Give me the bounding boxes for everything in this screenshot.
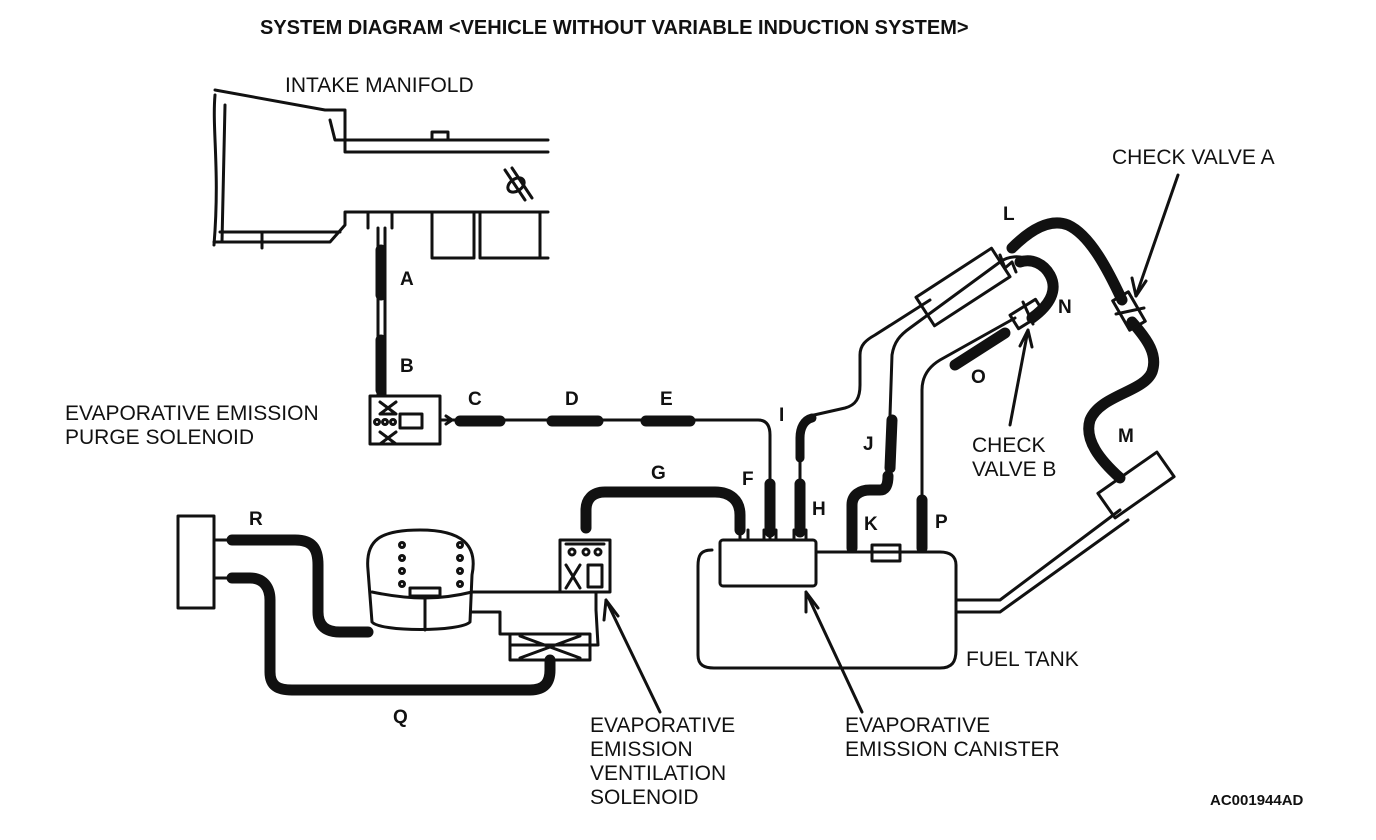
figure-code: AC001944AD xyxy=(1210,792,1304,809)
hose-label-f: F xyxy=(742,469,754,490)
ventilation-solenoid-label-3: VENTILATION xyxy=(590,762,727,785)
fuel-tank xyxy=(696,450,1176,670)
hose-q xyxy=(226,572,556,696)
check-valve-b xyxy=(1008,255,1059,331)
ventilation-solenoid-label-1: EVAPORATIVE xyxy=(590,714,736,737)
hose-label-n: N xyxy=(1058,297,1072,318)
hose-l-filter xyxy=(914,246,1018,328)
check-valve-b-label-1: CHECK xyxy=(972,434,1046,457)
hose-h-i xyxy=(794,413,817,538)
hose-label-o: O xyxy=(971,367,986,388)
hose-label-j: J xyxy=(863,434,874,455)
purge-solenoid xyxy=(368,394,457,446)
check-valve-a xyxy=(1111,290,1147,332)
hose-label-h: H xyxy=(812,499,826,520)
check-valve-b-label-2: VALVE B xyxy=(972,458,1057,481)
hose-label-i: I xyxy=(779,405,785,426)
canister-label-2: EMISSION CANISTER xyxy=(845,738,1060,761)
hose-label-k: K xyxy=(864,514,878,535)
hose-label-b: B xyxy=(400,356,414,377)
hose-l-m xyxy=(1006,217,1160,484)
intake-manifold xyxy=(212,88,550,260)
hose-label-p: P xyxy=(935,512,948,533)
hose-label-g: G xyxy=(651,463,666,484)
hose-label-m: M xyxy=(1118,426,1134,447)
check-valve-b-arrow xyxy=(1008,328,1034,427)
purge-solenoid-label-1: EVAPORATIVE EMISSION xyxy=(65,402,319,425)
hose-label-c: C xyxy=(468,389,482,410)
purge-solenoid-label-2: PURGE SOLENOID xyxy=(65,426,255,449)
hose-r xyxy=(226,534,374,638)
ventilation-solenoid-label-2: EMISSION xyxy=(590,738,693,761)
canister xyxy=(718,528,818,588)
hose-c-d-e xyxy=(453,415,772,540)
hose-i-route xyxy=(812,298,932,417)
ventilation-solenoid-label-4: SOLENOID xyxy=(590,786,699,809)
canister-label-1: EVAPORATIVE xyxy=(845,714,991,737)
fuel-tank-label: FUEL TANK xyxy=(966,648,1079,671)
check-valve-a-arrowhead xyxy=(1130,276,1148,298)
hose-k xyxy=(846,470,894,554)
hose-label-e: E xyxy=(660,389,673,410)
hose-label-a: A xyxy=(400,269,414,290)
canister-leader xyxy=(804,590,864,714)
hose-label-r: R xyxy=(249,509,263,530)
hose-label-l: L xyxy=(1003,204,1015,225)
hose-a-b xyxy=(375,226,387,397)
check-valve-a-label: CHECK VALVE A xyxy=(1112,146,1275,169)
diagram-title: SYSTEM DIAGRAM <VEHICLE WITHOUT VARIABLE… xyxy=(260,17,969,39)
hose-label-d: D xyxy=(565,389,579,410)
check-valve-a-arrow xyxy=(1134,173,1180,298)
intake-manifold-label: INTAKE MANIFOLD xyxy=(285,74,474,97)
hose-g xyxy=(580,486,746,536)
hose-p-o xyxy=(916,316,1017,554)
hose-label-q: Q xyxy=(393,707,408,728)
